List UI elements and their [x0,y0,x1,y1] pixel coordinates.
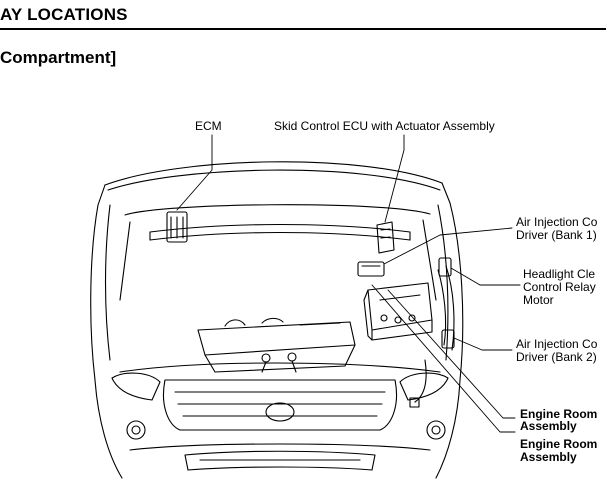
air-injection-driver-components [357,257,455,349]
car-body-outline [90,202,464,479]
section-title: AY LOCATIONS [0,5,128,24]
label-air-injection-bank2-line2: Driver (Bank 2) [516,350,597,364]
leader-lines [176,134,521,433]
label-engine-room-1-line2: Assembly [520,419,577,433]
label-engine-room-2-line1: Engine Room [520,437,598,451]
open-hood [97,161,451,206]
section-subtitle: Compartment] [0,48,117,67]
label-engine-room-2-line2: Assembly [520,450,577,464]
headlamps [111,372,449,440]
skid-control-ecu-component [376,221,395,254]
label-skid-control-ecu: Skid Control ECU with Actuator Assembly [274,119,495,133]
front-bumper-grille [119,362,441,471]
ecm-component [166,211,188,243]
radiator-support [197,317,356,373]
title-rule [0,28,606,30]
label-engine-room-1-line1: Engine Room [520,407,598,421]
label-air-injection-bank2-line1: Air Injection Co [516,337,598,351]
label-headlight-line2: Control Relay [523,280,596,294]
label-headlight-line3: Motor [523,293,554,307]
engine-room-block-component [363,282,433,341]
headlight-relay-component [437,265,455,351]
cowl-panel [149,223,411,241]
label-ecm: ECM [195,119,222,133]
label-air-injection-bank1-line1: Air Injection Co [516,215,598,229]
label-headlight-line1: Headlight Cle [523,267,596,281]
label-air-injection-bank1-line2: Driver (Bank 1) [516,228,597,242]
wire-harness [409,359,427,408]
